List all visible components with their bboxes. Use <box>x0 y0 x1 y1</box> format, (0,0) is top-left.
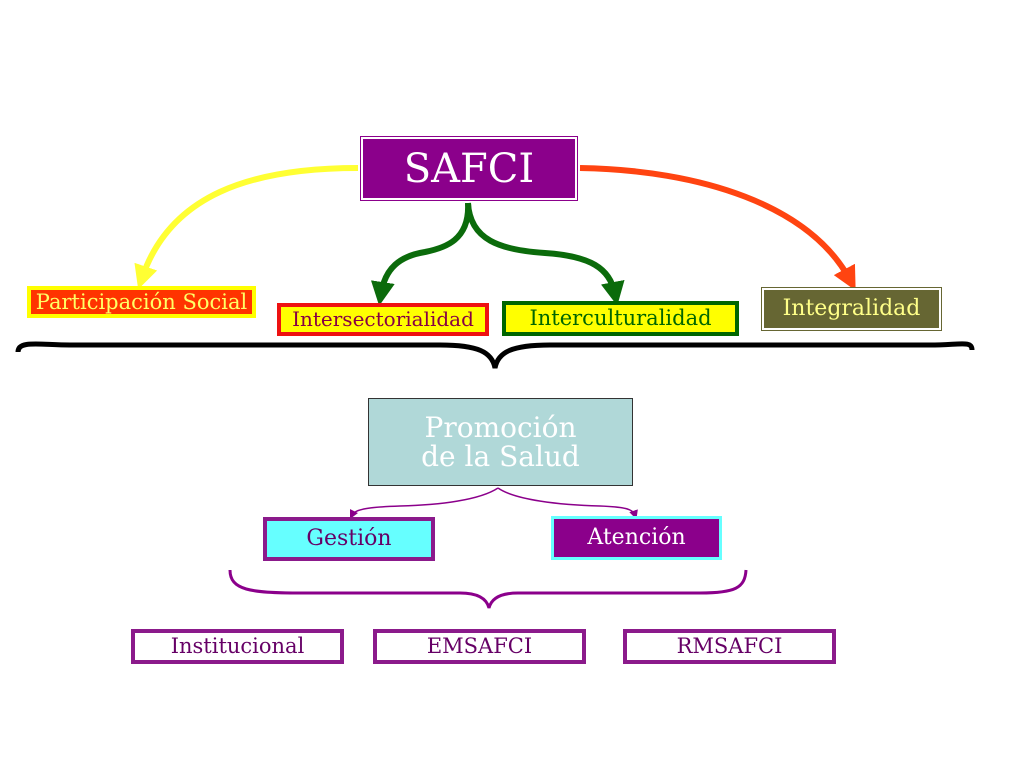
rmsafci-label: RMSAFCI <box>676 634 783 659</box>
gestion-label: Gestión <box>306 526 392 552</box>
safci-label: SAFCI <box>403 145 535 192</box>
arrow-to-integralidad <box>579 165 856 291</box>
arrow-to-participacion <box>134 165 359 290</box>
emsafci-label: EMSAFCI <box>426 634 533 659</box>
participacion-social-label: Participación Social <box>35 289 248 314</box>
emsafci-box: EMSAFCI <box>373 629 586 664</box>
safci-root-box: SAFCI <box>360 136 578 201</box>
interculturalidad-box: Interculturalidad <box>502 301 739 336</box>
arrow-to-interculturalidad <box>465 202 625 306</box>
institucional-box: Institucional <box>131 629 344 664</box>
principles-brace <box>15 341 975 369</box>
integralidad-label: Integralidad <box>782 296 921 322</box>
promocion-line2: de la Salud <box>421 440 580 473</box>
gestion-box: Gestión <box>263 517 435 561</box>
arrow-to-gestion <box>349 487 499 520</box>
promocion-line1: Promoción <box>424 410 577 444</box>
arrow-to-atencion <box>497 487 638 520</box>
participacion-social-box: Participación Social <box>27 286 256 318</box>
atencion-box: Atención <box>551 516 722 560</box>
rmsafci-box: RMSAFCI <box>623 629 836 664</box>
arrow-to-intersectorialidad <box>370 202 472 306</box>
integralidad-box: Integralidad <box>761 287 942 331</box>
promocion-salud-box: Promoción de la Salud <box>368 398 633 486</box>
institucional-label: Institucional <box>170 634 305 659</box>
atencion-label: Atención <box>587 525 686 551</box>
components-brace <box>228 569 748 609</box>
intersectorialidad-box: Intersectorialidad <box>277 303 489 336</box>
intersectorialidad-label: Intersectorialidad <box>292 307 474 331</box>
interculturalidad-label: Interculturalidad <box>529 306 712 331</box>
